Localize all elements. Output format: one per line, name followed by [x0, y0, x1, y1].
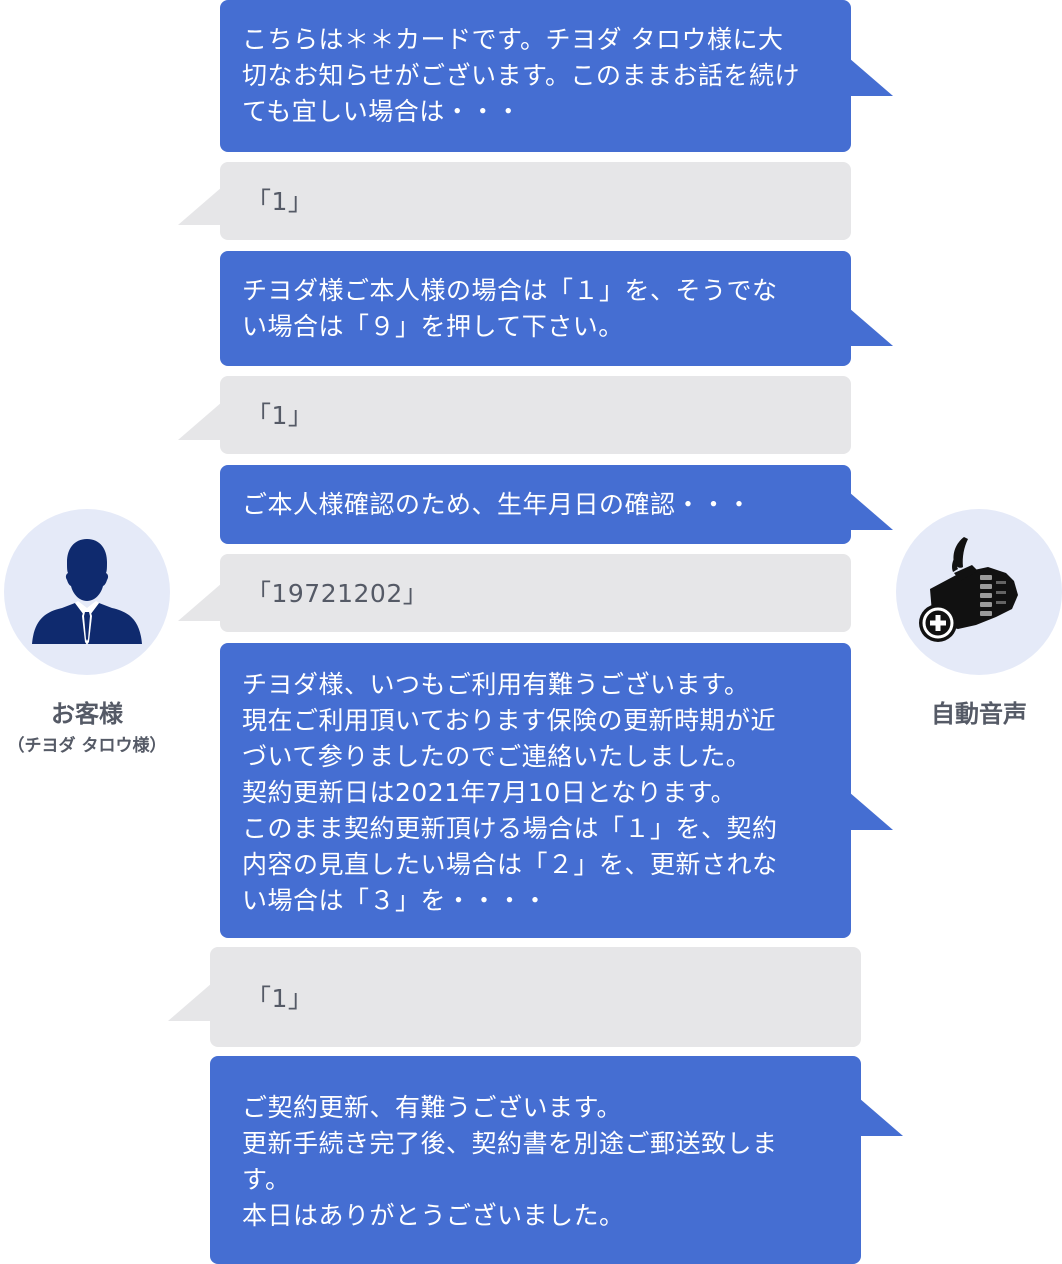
person-icon	[32, 539, 142, 645]
message-text: こちらは＊＊カードです。チヨダ タロウ様に大 切なお知らせがございます。このまま…	[242, 25, 801, 126]
system-message: ご本人様確認のため、生年月日の確認・・・	[220, 465, 851, 544]
system-avatar	[896, 509, 1062, 675]
bubble-tail	[859, 1098, 903, 1136]
message-text: ご本人様確認のため、生年月日の確認・・・	[242, 490, 753, 519]
bubble-tail	[168, 983, 212, 1021]
message-text: 「19721202」	[246, 579, 429, 608]
message-text: 「1」	[246, 401, 314, 430]
message-text: チヨダ様、いつもご利用有難うございます。 現在ご利用頂いております保険の更新時期…	[242, 670, 778, 915]
bubble-tail	[178, 402, 222, 440]
customer-sub-label: （チヨダ タロウ様）	[7, 736, 167, 756]
message-text: 「1」	[246, 187, 314, 216]
message-text: ご契約更新、有難うございます。 更新手続き完了後、契約書を別途ご郵送致しま す。…	[242, 1093, 778, 1230]
customer-message: 「1」	[220, 162, 851, 240]
system-label: 自動音声	[931, 700, 1027, 728]
system-message: チヨダ様、いつもご利用有難うございます。 現在ご利用頂いております保険の更新時期…	[220, 643, 851, 938]
system-message: ご契約更新、有難うございます。 更新手続き完了後、契約書を別途ご郵送致しま す。…	[210, 1056, 861, 1264]
message-text: チヨダ様ご本人様の場合は「１」を、そうでな い場合は「９」を押して下さい。	[242, 276, 778, 341]
system-message: チヨダ様ご本人様の場合は「１」を、そうでな い場合は「９」を押して下さい。	[220, 251, 851, 366]
customer-message: 「1」	[220, 376, 851, 454]
customer-label: お客様	[51, 700, 123, 728]
system-message: こちらは＊＊カードです。チヨダ タロウ様に大 切なお知らせがございます。このまま…	[220, 0, 851, 152]
customer-message: 「19721202」	[220, 554, 851, 632]
bubble-tail	[178, 187, 222, 225]
robot-hand-icon	[919, 537, 1018, 642]
bubble-tail	[178, 583, 222, 621]
bubble-tail	[849, 58, 893, 96]
customer-message: 「1」	[210, 947, 861, 1047]
message-text: 「1」	[246, 984, 314, 1013]
bubble-tail	[849, 308, 893, 346]
bubble-tail	[849, 792, 893, 830]
customer-avatar	[4, 509, 170, 675]
bubble-tail	[849, 492, 893, 530]
